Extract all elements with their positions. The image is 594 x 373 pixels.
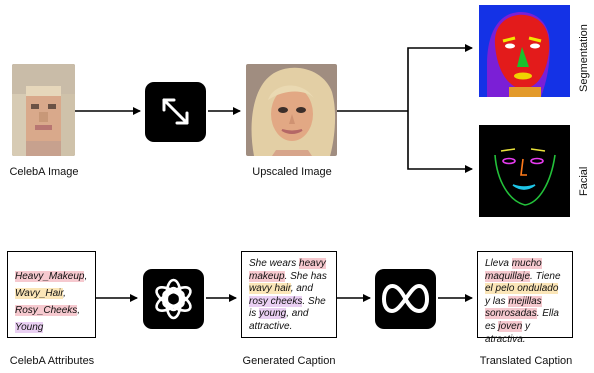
translation-text: . Tiene [530,270,561,282]
attribute-item: Young [15,319,89,336]
attribute-separator: , [63,288,66,299]
attribute-item: Wavy_Hair, [15,285,89,302]
generated-caption-box: She wears heavy makeup. She has wavy hai… [241,251,337,338]
translation-highlight-young: joven [498,320,523,332]
segmentation-map [479,5,570,97]
caption-highlight-young: young [259,308,287,320]
celeba-image [12,64,75,156]
openai-logo-icon [155,278,192,320]
upscaled-image [246,64,337,156]
attribute-heavy-makeup: Heavy_Makeup [15,271,85,282]
caption-text: . She has [284,270,327,282]
caption-text: . She is [249,295,326,320]
attributes-box: Heavy_Makeup, Wavy_Hair, Rosy_Cheeks, Yo… [7,251,96,338]
upscale-icon-box [145,82,206,142]
translation-highlight-hair: el pelo ondulado [485,283,559,295]
caption-text: , and attractive. [249,308,309,332]
caption-highlight-hair: wavy hair [249,283,291,295]
generated-caption-label: Generated Caption [242,355,336,367]
expand-arrows-icon [162,98,189,125]
caption-text: She wears [249,258,300,269]
attribute-young: Young [15,322,44,333]
translation-model-icon-box [375,269,436,329]
translation-text: . Ella es [485,308,559,332]
attribute-wavy-hair: Wavy_Hair [15,288,64,299]
translation-text: y atractiva. [485,320,531,345]
translated-caption-label: Translated Caption [479,355,573,367]
caption-text: , and [290,283,313,295]
caption-model-icon-box [143,269,204,329]
meta-logo-icon [382,284,429,313]
segmentation-label: Segmentation [578,24,590,92]
celeba-attributes-label: CelebA Attributes [9,355,95,367]
attribute-separator: , [77,305,81,316]
translation-text: y las [485,295,509,307]
attribute-item: Rosy_Cheeks, [15,302,89,319]
translated-caption-box: Lleva mucho maquillaje. Tiene el pelo on… [477,251,573,345]
attribute-rosy-cheeks: Rosy_Cheeks [15,305,78,316]
caption-highlight-cheeks: rosy cheeks [249,295,303,307]
translation-text: Lleva [485,258,512,269]
facial-label: Facial [578,166,590,196]
facial-landmark-map [479,125,570,217]
attribute-item: Heavy_Makeup, [15,268,89,285]
upscaled-image-label: Upscaled Image [252,166,332,178]
celeba-image-label: CelebA Image [9,166,79,178]
attribute-separator: , [84,271,88,282]
